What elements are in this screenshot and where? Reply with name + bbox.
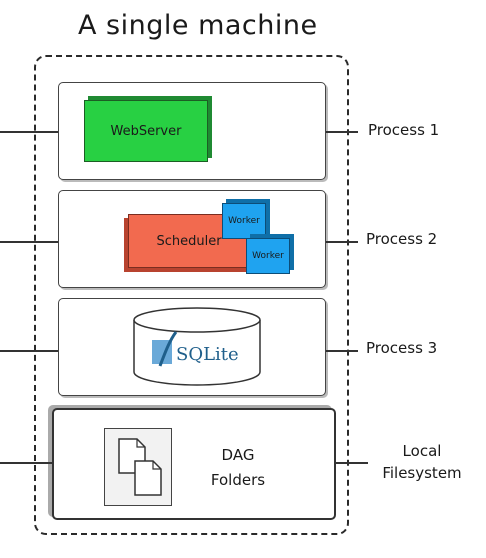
process-2-right-connector — [326, 241, 358, 243]
diagram-title: A single machine — [78, 10, 318, 41]
filesystem-box — [52, 408, 336, 520]
process-1-label: Process 1 — [368, 121, 440, 139]
machine-boundary — [34, 55, 349, 535]
filesystem-right-connector — [336, 462, 368, 464]
document-files-icon — [104, 428, 172, 506]
dag-folders-text: DAG Folders — [198, 443, 278, 493]
process-3-left-connector — [0, 350, 58, 352]
process-3-right-connector — [326, 350, 358, 352]
process-1-right-connector — [326, 131, 358, 133]
dag-folders-line-1: DAG — [221, 446, 255, 464]
process-1-left-connector — [0, 131, 58, 133]
worker-block-2: Worker — [246, 238, 290, 274]
worker-block-1: Worker — [222, 203, 266, 239]
sqlite-label: SQLite — [176, 344, 239, 365]
filesystem-label-line-1: Local — [402, 442, 442, 460]
filesystem-left-connector — [0, 462, 52, 464]
filesystem-label: Local Filesystem — [372, 440, 472, 484]
process-2-left-connector — [0, 241, 58, 243]
process-2-label: Process 2 — [366, 230, 438, 248]
process-3-label: Process 3 — [366, 339, 438, 357]
sqlite-database-icon — [133, 307, 261, 386]
filesystem-label-line-2: Filesystem — [382, 464, 462, 482]
webserver-block: WebServer — [84, 100, 208, 162]
dag-folders-line-2: Folders — [210, 471, 266, 489]
